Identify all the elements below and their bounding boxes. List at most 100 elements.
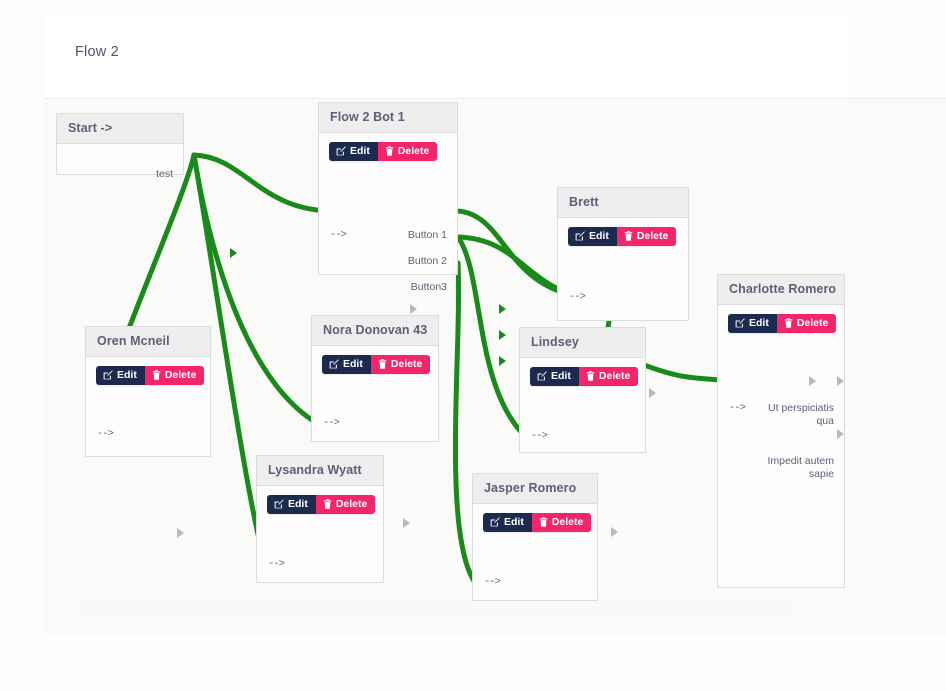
- node-lysandra-wyatt[interactable]: Lysandra Wyatt Edit: [256, 455, 384, 583]
- trash-icon: [586, 371, 595, 381]
- pencil-square-icon: [329, 359, 339, 369]
- edit-button[interactable]: Edit: [322, 355, 371, 374]
- port-out-button-1[interactable]: Button 1: [407, 229, 447, 241]
- port-nub-charlotte-in: [809, 376, 816, 386]
- trash-icon: [784, 318, 793, 328]
- node-body: Edit Delete -->: [257, 486, 383, 580]
- pencil-square-icon: [575, 231, 585, 241]
- node-actions: Edit Delete: [96, 366, 205, 385]
- node-body: test: [57, 144, 183, 180]
- node-actions: Edit Delete: [728, 314, 837, 333]
- delete-button[interactable]: Delete: [370, 355, 431, 374]
- node-lindsey[interactable]: Lindsey Edit: [519, 327, 646, 453]
- node-start[interactable]: Start -> test: [56, 113, 184, 180]
- node-body: Edit Delete -->: [558, 218, 688, 318]
- port-out-test[interactable]: test: [156, 168, 173, 180]
- trash-icon: [323, 499, 332, 509]
- port-nub-lindsey-in: [611, 527, 618, 537]
- node-brett[interactable]: Brett Edit: [557, 187, 689, 321]
- node-jasper-romero[interactable]: Jasper Romero Edit: [472, 473, 598, 601]
- node-title: Brett: [558, 188, 688, 218]
- pencil-square-icon: [103, 370, 113, 380]
- edit-button[interactable]: Edit: [96, 366, 145, 385]
- flow-canvas[interactable]: Start -> test Flow 2 Bot 1: [44, 98, 946, 635]
- delete-label: Delete: [551, 516, 584, 528]
- port-in[interactable]: -->: [484, 576, 501, 588]
- port-nub-button-1: [499, 304, 506, 314]
- port-out-button-3[interactable]: Button3: [410, 281, 447, 293]
- port-in[interactable]: -->: [268, 558, 285, 570]
- delete-button[interactable]: Delete: [776, 314, 837, 333]
- edge-lindsey-to-charlotte: [631, 358, 733, 384]
- trash-icon: [378, 359, 387, 369]
- node-actions: Edit Delete: [267, 495, 376, 514]
- node-actions: Edit Delete: [329, 142, 438, 161]
- node-oren-mcneil[interactable]: Oren Mcneil Edit: [85, 326, 211, 457]
- port-nub-button-2: [499, 330, 506, 340]
- edit-label: Edit: [288, 498, 308, 510]
- node-actions: Edit Delete: [322, 355, 431, 374]
- node-actions: Edit Delete: [483, 513, 592, 532]
- port-nub-brett-in: [649, 388, 656, 398]
- port-in[interactable]: -->: [531, 430, 548, 442]
- port-in[interactable]: -->: [323, 417, 340, 429]
- edit-label: Edit: [350, 145, 370, 157]
- pencil-square-icon: [490, 517, 500, 527]
- node-charlotte-romero[interactable]: Charlotte Romero Edit: [717, 274, 845, 588]
- delete-button[interactable]: Delete: [616, 227, 677, 246]
- edit-button[interactable]: Edit: [728, 314, 777, 333]
- edit-label: Edit: [749, 317, 769, 329]
- node-body: Edit Delete -->: [312, 346, 438, 439]
- node-actions: Edit Delete: [568, 227, 677, 246]
- node-flow2bot1[interactable]: Flow 2 Bot 1 Edit: [318, 102, 458, 293]
- node-title: Nora Donovan 43: [312, 316, 438, 346]
- delete-label: Delete: [796, 317, 829, 329]
- port-out-impedit-autem-sapie[interactable]: Impedit autem sapie: [767, 455, 834, 480]
- edit-label: Edit: [504, 516, 524, 528]
- node-body: Edit Delete -->: [473, 504, 597, 598]
- edit-button[interactable]: Edit: [483, 513, 532, 532]
- node-title: Charlotte Romero: [718, 275, 844, 305]
- node-body: Edit Delete --> Button 1 Button 2 Button…: [319, 133, 457, 293]
- delete-label: Delete: [335, 498, 368, 510]
- delete-button[interactable]: Delete: [531, 513, 592, 532]
- edit-button[interactable]: Edit: [568, 227, 617, 246]
- edge-button1-to-brett: [455, 208, 575, 298]
- delete-button[interactable]: Delete: [377, 142, 438, 161]
- node-title: Flow 2 Bot 1: [319, 103, 457, 133]
- edit-label: Edit: [343, 358, 363, 370]
- page-title: Flow 2: [75, 44, 119, 60]
- delete-label: Delete: [390, 358, 423, 370]
- delete-button[interactable]: Delete: [144, 366, 205, 385]
- port-in[interactable]: -->: [330, 229, 347, 241]
- edge-button2-to-brett: [455, 234, 575, 298]
- edge-button2-to-lindsey: [455, 234, 527, 438]
- edge-start-to-flow2bot1: [191, 152, 333, 214]
- port-nub-flow2bot1-in: [410, 304, 417, 314]
- pencil-square-icon: [735, 318, 745, 328]
- edit-label: Edit: [551, 370, 571, 382]
- edit-button[interactable]: Edit: [329, 142, 378, 161]
- edit-label: Edit: [117, 369, 137, 381]
- delete-label: Delete: [397, 145, 430, 157]
- edit-label: Edit: [589, 230, 609, 242]
- node-title: Lysandra Wyatt: [257, 456, 383, 486]
- port-nub-charlotte-out-1: [837, 376, 844, 386]
- port-in[interactable]: -->: [97, 428, 114, 440]
- port-in[interactable]: -->: [729, 402, 746, 414]
- delete-label: Delete: [636, 230, 669, 242]
- trash-icon: [624, 231, 633, 241]
- canvas-artifact: [80, 597, 790, 619]
- port-out-button-2[interactable]: Button 2: [407, 255, 447, 267]
- port-in[interactable]: -->: [569, 291, 586, 303]
- node-title: Jasper Romero: [473, 474, 597, 504]
- port-out-ut-perspiciatis-qua[interactable]: Ut perspiciatis qua: [768, 402, 834, 427]
- delete-button[interactable]: Delete: [315, 495, 376, 514]
- port-nub-oren-in: [177, 528, 184, 538]
- node-nora-donovan[interactable]: Nora Donovan 43 Edit: [311, 315, 439, 442]
- delete-button[interactable]: Delete: [578, 367, 639, 386]
- edit-button[interactable]: Edit: [267, 495, 316, 514]
- port-nub-charlotte-out-2: [837, 429, 844, 439]
- edit-button[interactable]: Edit: [530, 367, 579, 386]
